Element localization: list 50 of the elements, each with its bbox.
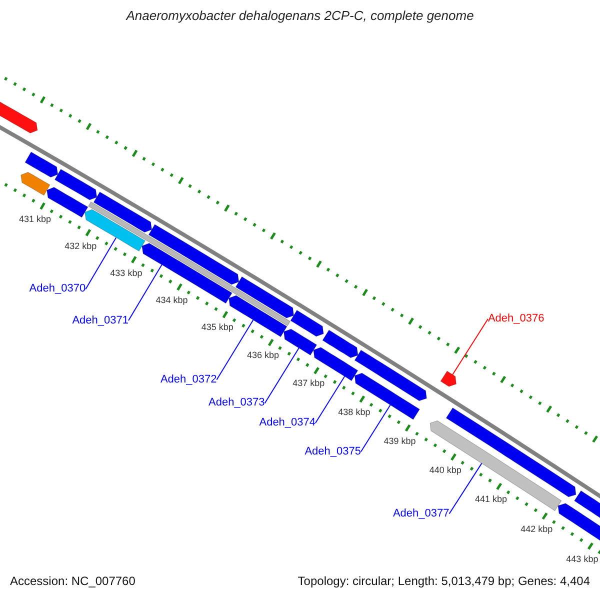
gene-feature — [235, 276, 294, 318]
scale-label: 441 kbp — [474, 494, 508, 504]
scale-label: 436 kbp — [246, 350, 280, 360]
gene-feature — [290, 310, 324, 337]
gene-label: Adeh_0376 — [488, 312, 544, 326]
scale-label: 433 kbp — [110, 267, 142, 278]
scale-label: 438 kbp — [338, 406, 370, 418]
leader-line — [128, 264, 162, 321]
leader-line — [85, 237, 117, 290]
gene-label: Adeh_0371 — [72, 314, 128, 327]
gene-label: Adeh_0372 — [160, 373, 217, 386]
scale-label: 434 kbp — [156, 294, 188, 306]
gene-feature — [440, 370, 457, 387]
scale-label: 440 kbp — [429, 464, 462, 475]
leader-line — [452, 318, 488, 376]
gene-feature — [322, 330, 358, 358]
gene-feature — [574, 490, 600, 520]
leader-line — [216, 320, 254, 380]
leader-line — [264, 348, 300, 404]
gene-feature — [20, 172, 50, 196]
gene-feature — [148, 224, 240, 285]
gene-feature — [446, 407, 576, 498]
gene-feature — [84, 209, 146, 252]
gene-label: Adeh_0375 — [304, 445, 361, 458]
gene-feature — [354, 372, 420, 420]
scale-label: 442 kbp — [520, 523, 553, 534]
scale-label: 439 kbp — [384, 435, 416, 446]
gene-label: Adeh_0377 — [392, 507, 450, 520]
scale-label: 432 kbp — [64, 240, 97, 251]
gene-feature — [142, 242, 232, 304]
diagram-title: Anaeromyxobacter dehalogenans 2CP-C, complete genome — [124, 9, 475, 24]
leader-line — [448, 462, 482, 514]
gene-feature — [54, 168, 98, 200]
gene-label: Adeh_0373 — [208, 397, 265, 410]
gene-label: Adeh_0370 — [29, 282, 86, 296]
accession-text: Accession: NC_007760 — [10, 575, 136, 589]
gene-feature — [283, 328, 318, 356]
gene-label: Adeh_0374 — [259, 416, 316, 430]
gene-feature — [313, 347, 358, 382]
scale-label: 443 kbp — [566, 553, 598, 564]
scale-label: 435 kbp — [201, 322, 234, 333]
scale-label: 431 kbp — [18, 214, 52, 224]
gene-feature — [24, 152, 58, 178]
gene-feature — [354, 350, 427, 402]
gene-feature — [0, 100, 38, 134]
genome-stats-text: Topology: circular; Length: 5,013,479 bp; Genes: 4,404 — [298, 575, 590, 589]
leader-line — [360, 404, 391, 452]
gene-feature — [93, 192, 152, 233]
scale-label: 437 kbp — [292, 378, 325, 389]
leader-line — [315, 376, 346, 424]
